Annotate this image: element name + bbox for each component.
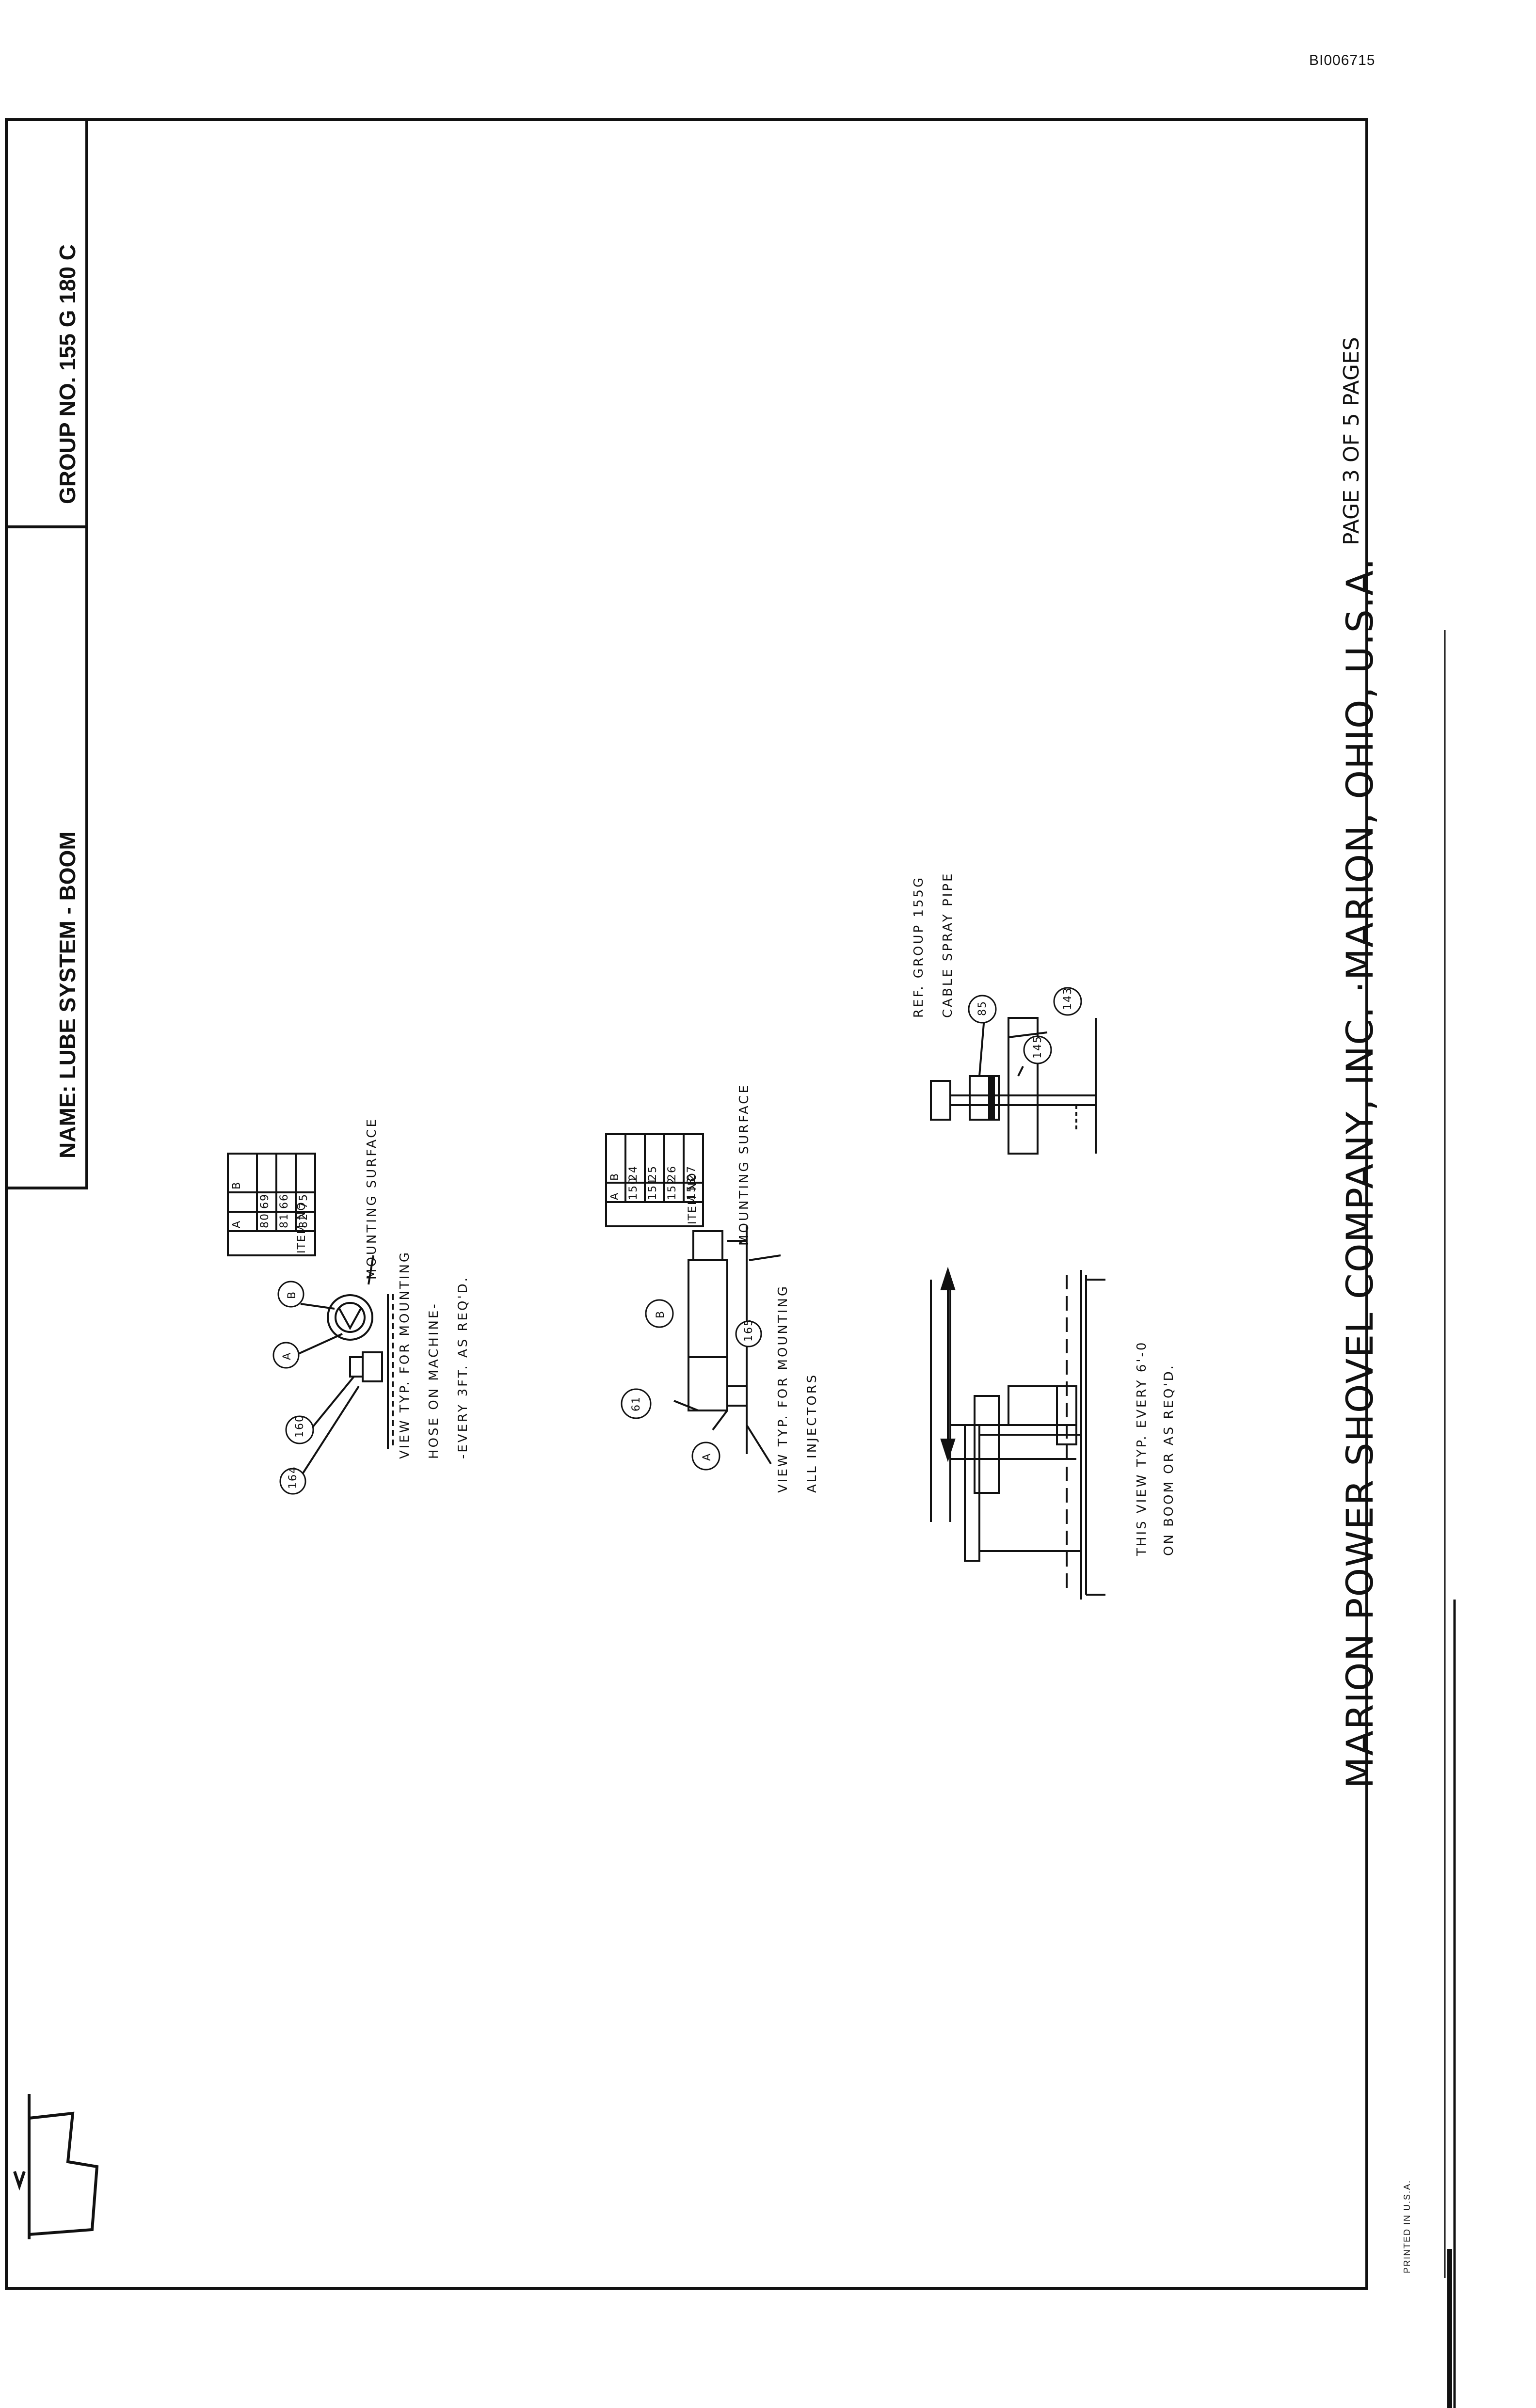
hose-section-circle [327, 1294, 373, 1341]
document-id: BI006715 [1309, 52, 1376, 68]
title-block-divider [5, 525, 88, 528]
drawing-border [5, 118, 1368, 2290]
title-block [5, 118, 88, 1189]
